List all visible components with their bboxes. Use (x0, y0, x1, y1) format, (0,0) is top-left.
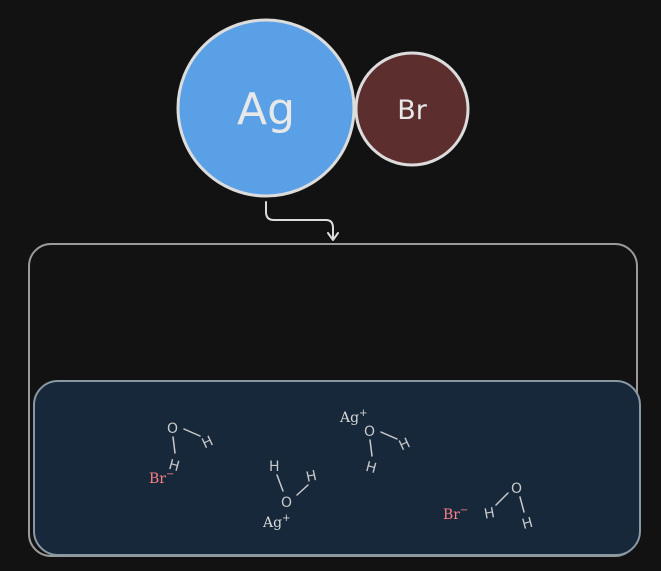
water-solution (33, 380, 641, 556)
silver-ion-symbol: Ag (339, 410, 359, 426)
oxygen-atom: O (167, 421, 178, 437)
bromide-ion-charge: − (460, 505, 468, 516)
silver-ion: Ag+ (339, 408, 367, 426)
hydrogen-atom: H (167, 457, 181, 475)
dissolve-arrow (265, 201, 339, 241)
silver-atom-label: Ag (237, 84, 295, 135)
hydrogen-atom: H (305, 468, 319, 486)
silver-ion-symbol: Ag (262, 515, 282, 531)
silver-atom: Ag (176, 18, 356, 198)
bromide-ion-symbol: Br (443, 507, 460, 523)
oxygen-atom: O (364, 424, 375, 440)
bromide-ion: Br− (149, 469, 174, 487)
bromide-ion-charge: − (166, 469, 174, 480)
hydrogen-atom: H (483, 505, 496, 523)
silver-ion-charge: + (359, 408, 367, 419)
hydrogen-atom: H (269, 459, 280, 475)
water-molecule: O H H (483, 481, 535, 533)
silver-ion-charge: + (282, 513, 290, 524)
silver-ion: Ag+ (262, 513, 290, 531)
bromide-ion: Br− (443, 505, 468, 523)
oxygen-atom: O (511, 481, 522, 497)
bromine-atom-label: Br (397, 95, 428, 126)
bromide-ion-symbol: Br (149, 471, 166, 487)
water-molecule: H H O (269, 459, 318, 511)
hydrogen-atom: H (520, 515, 534, 533)
hydrogen-atom: H (364, 459, 378, 477)
bromine-atom: Br (354, 51, 470, 167)
oxygen-atom: O (281, 495, 292, 511)
